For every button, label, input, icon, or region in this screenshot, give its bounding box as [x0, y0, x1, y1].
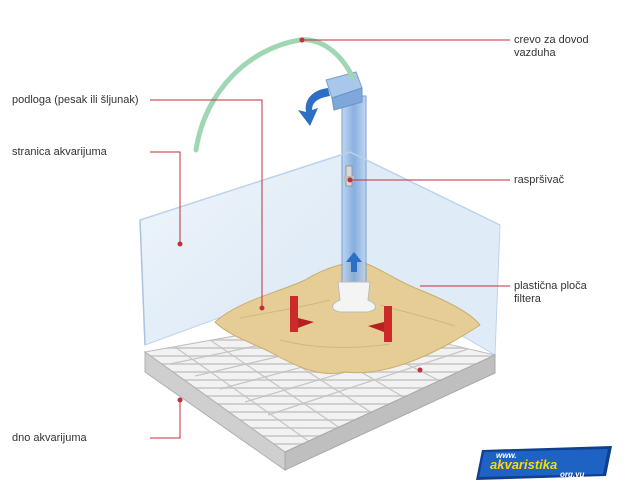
flow-arrow-left	[290, 296, 314, 332]
leader-lines	[150, 39, 510, 439]
label-hose: crevo za dovod vazduha	[514, 34, 589, 59]
label-bottom: dno akvarijuma	[12, 432, 87, 444]
label-substrate: podloga (pesak ili šljunak)	[12, 94, 139, 106]
glass-front-edge-right	[349, 151, 501, 226]
glass-front-edge-left	[139, 151, 351, 221]
flow-arrow-right	[368, 306, 392, 342]
sand-substrate	[214, 261, 481, 375]
leader-dots	[177, 37, 423, 403]
leader-substrate	[150, 99, 263, 308]
filter-plate-side	[284, 354, 496, 471]
logo-line3: org.yu	[560, 470, 585, 479]
label-filter-plate: plastična ploča filtera	[514, 280, 587, 305]
leader-bottom	[150, 400, 181, 439]
label-side-wall: stranica akvarijuma	[12, 146, 107, 158]
label-diffuser: raspršivač	[514, 174, 565, 186]
up-arrow-icon	[346, 252, 362, 272]
tube-outlet-head	[325, 71, 363, 111]
logo-line2: akvaristika	[490, 457, 557, 472]
site-logo: www. akvaristika org.yu	[476, 446, 614, 480]
logo-badge: www. akvaristika org.yu	[476, 446, 612, 480]
air-hose	[193, 37, 355, 153]
leader-side-wall	[150, 151, 181, 244]
glass-left-edge	[139, 219, 146, 346]
logo-line1: www.	[496, 451, 517, 460]
water-outflow-arrow-icon	[298, 88, 330, 126]
tube-base	[332, 281, 376, 313]
